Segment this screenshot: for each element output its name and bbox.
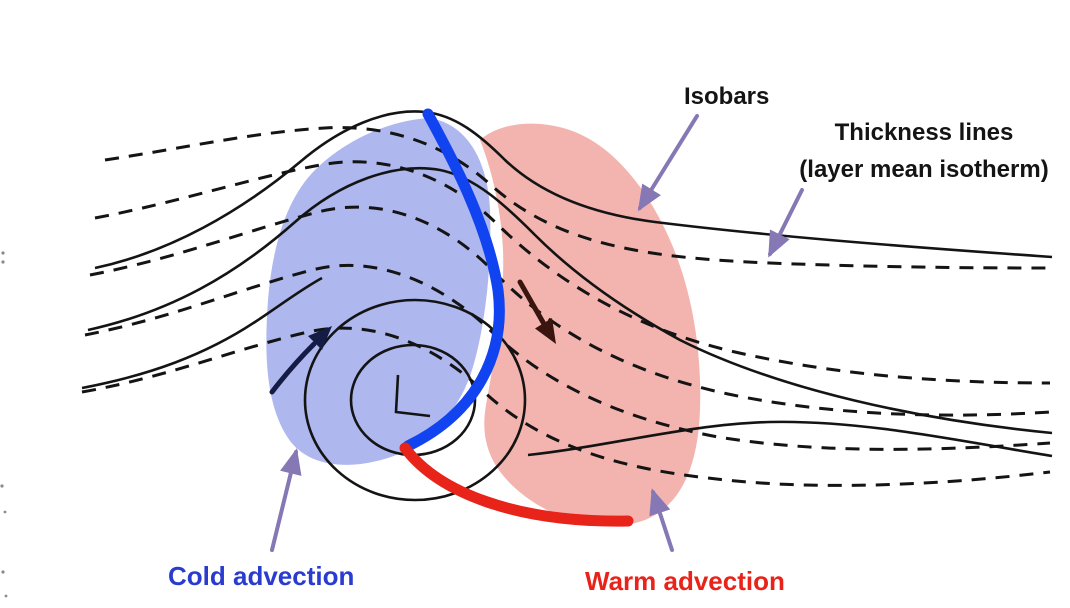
- thickness-line-4: [84, 263, 1051, 451]
- thickness-pointer-arrow: [768, 188, 804, 258]
- warm-flow-arrow-head: [535, 318, 556, 344]
- cold-front-line: [402, 108, 505, 452]
- isobar-line-3: [81, 276, 323, 390]
- isobars-pointer-arrow: [637, 114, 699, 212]
- cold-flow-arrow-head: [308, 326, 332, 350]
- thickness-line-5: [81, 326, 1051, 487]
- low-center-mark: [394, 374, 431, 418]
- warm-front-line: [399, 442, 634, 527]
- isobar-line-2: [87, 166, 1053, 435]
- warm-advection-region: [480, 123, 701, 526]
- cold-flow-arrow: [269, 326, 332, 395]
- warm-advection-label: Warm advection: [585, 566, 785, 596]
- cold-advection-pointer-arrow: [270, 448, 302, 552]
- isobars-label: Isobars: [684, 83, 770, 110]
- cold-advection-region: [266, 118, 491, 465]
- warm-flow-arrow: [517, 279, 556, 344]
- thickness-line-1: [104, 126, 1051, 270]
- cold-advection-label: Cold advection: [168, 561, 355, 591]
- warm-advection-pointer-arrow: [649, 488, 674, 552]
- thickness-line-2: [94, 160, 1051, 385]
- thickness-label-line2: (layer mean isotherm): [799, 156, 1049, 183]
- thickness-label: Thickness lines (layer mean isotherm): [778, 114, 1070, 188]
- scan-artifact: [0, 251, 8, 598]
- thickness-line-3: [89, 205, 1051, 417]
- thickness-label-line1: Thickness lines: [834, 119, 1014, 146]
- isobar-line-4: [527, 420, 1053, 458]
- low-outer-contour: [303, 298, 527, 502]
